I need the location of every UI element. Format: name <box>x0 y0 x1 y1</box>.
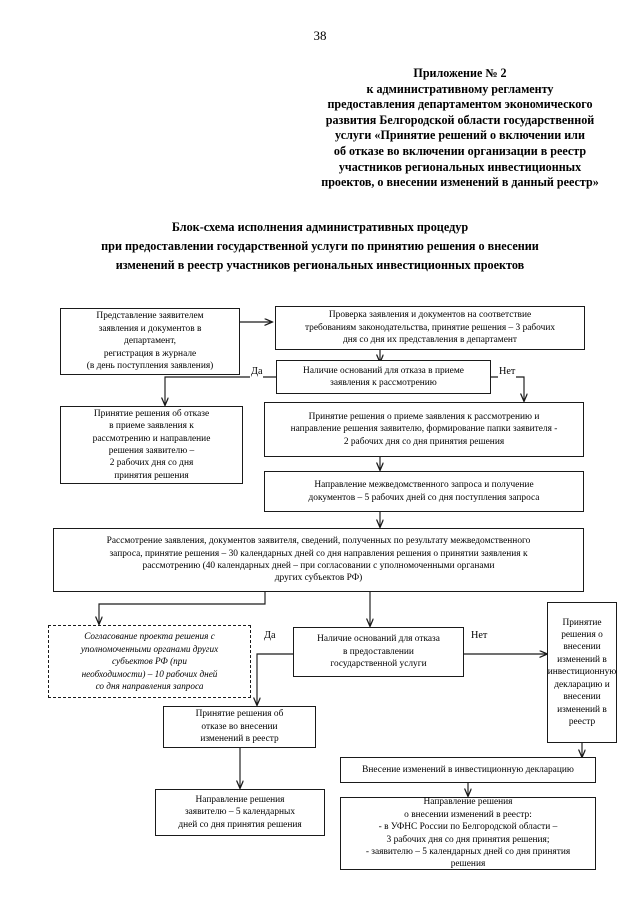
node-review: Рассмотрение заявления, документов заяви… <box>53 528 584 592</box>
appendix-line: к административному регламенту <box>366 81 554 96</box>
node-send-refusal: Направление решения заявителю – 5 календ… <box>155 789 325 836</box>
appendix-line: услуги «Принятие решений о включении или <box>335 128 585 143</box>
edge-label-yes-bottom: Да <box>263 630 277 642</box>
appendix-line: развития Белгородской области государств… <box>325 112 595 127</box>
node-decision-refusal-service: Наличие оснований для отказа в предостав… <box>293 627 464 677</box>
node-positive-decision: Принятие решения о внесении изменений в … <box>547 602 617 743</box>
edge-label-no-bottom: Нет <box>470 630 489 642</box>
node-coordination: Согласование проекта решения с уполномоч… <box>48 625 251 698</box>
edge-label-no-top: Нет <box>498 366 517 378</box>
title-line: при предоставлении государственной услуг… <box>101 239 539 253</box>
node-interagency: Направление межведомственного запроса и … <box>264 471 584 512</box>
title-line: изменений в реестр участников региональн… <box>115 258 525 272</box>
node-decision-refusal-accept: Наличие оснований для отказа в приеме за… <box>276 360 491 394</box>
node-refusal-accept: Принятие решения об отказе в приеме заяв… <box>60 406 243 484</box>
node-declaration-change: Внесение изменений в инвестиционную декл… <box>340 757 596 783</box>
appendix-line: проектов, о внесении изменений в данный … <box>321 175 599 190</box>
appendix-heading: Приложение № 2 к административному регла… <box>285 66 635 191</box>
node-refusal-changes: Принятие решения об отказе во внесении и… <box>163 706 316 748</box>
node-accept: Принятие решения о приеме заявления к ра… <box>264 402 584 457</box>
appendix-line: Приложение № 2 <box>413 66 507 80</box>
title-line: Блок-схема исполнения административных п… <box>171 220 469 234</box>
edge-label-yes-top: Да <box>250 366 264 378</box>
appendix-line: об отказе во включении организации в рее… <box>333 143 587 158</box>
node-verification: Проверка заявления и документов на соотв… <box>275 306 585 350</box>
page-number: 38 <box>313 28 327 43</box>
appendix-line: предоставления департаментом экономическ… <box>327 97 593 112</box>
page-title: Блок-схема исполнения административных п… <box>60 218 580 275</box>
node-send-decision: Направление решения о внесении изменений… <box>340 797 596 870</box>
appendix-line: участников региональных инвестиционных <box>338 159 582 174</box>
node-submission: Представление заявителем заявления и док… <box>60 308 240 375</box>
